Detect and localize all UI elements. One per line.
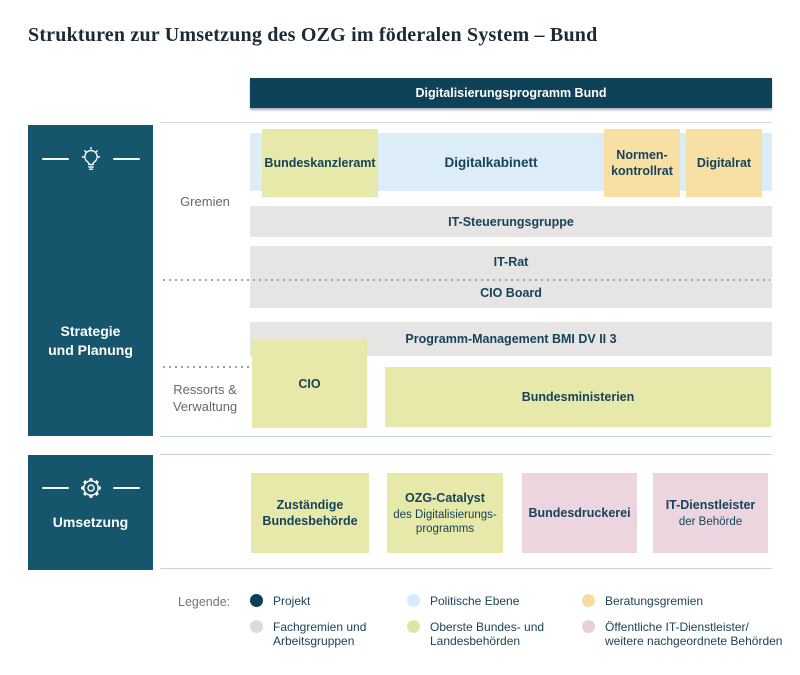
- strategy-label-line1: Strategie: [60, 323, 121, 339]
- legend-label: Legende:: [178, 595, 231, 609]
- it-dienstleister-title: IT-Dienstleister: [665, 498, 756, 512]
- program-header-label: Digitalisierungsprogramm Bund: [415, 86, 607, 100]
- legend-text: Öffentliche IT-Dienstleister/ weitere na…: [605, 620, 782, 648]
- normenkontrollrat-line1: Normen-: [616, 148, 668, 162]
- legend-text-line2: weitere nachgeordnete Behörden: [605, 634, 783, 648]
- box-bundesdruckerei: Bundesdruckerei: [522, 473, 637, 553]
- legend-dot-beratungsgremien: [582, 594, 595, 607]
- section-divider-implementation-bottom: [160, 568, 772, 569]
- dotted-divider-gremien: [163, 279, 770, 281]
- box-cio-board: CIO Board: [480, 285, 542, 300]
- decorative-line: [112, 487, 140, 489]
- box-it-rat: IT-Rat: [493, 254, 529, 269]
- legend-text: Politische Ebene: [430, 594, 519, 608]
- box-ozg-catalyst: OZG-Catalyst des Digitalisierungs- progr…: [387, 473, 503, 553]
- implementation-icon-row: [28, 472, 153, 504]
- ozg-catalyst-title: OZG-Catalyst: [405, 491, 485, 505]
- box-bundeskanzleramt: Bundeskanzleramt: [262, 129, 378, 197]
- dotted-divider-ressorts: [163, 366, 250, 368]
- box-digitalkabinett: Digitalkabinett: [444, 155, 538, 170]
- normenkontrollrat-line2: kontrollrat: [611, 164, 673, 178]
- implementation-panel-label: Umsetzung: [52, 514, 129, 530]
- it-dienstleister-sub: der Behörde: [678, 516, 743, 528]
- strategy-icon-row: [28, 143, 153, 175]
- strategy-panel: Strategie und Planung: [28, 125, 153, 436]
- zustaendige-line1: Zuständige: [276, 498, 344, 512]
- legend-text-line2: Landesbehörden: [430, 634, 521, 648]
- section-divider-top: [160, 122, 772, 123]
- legend-text: Beratungsgremien: [605, 594, 703, 608]
- implementation-panel: Umsetzung: [28, 455, 153, 570]
- box-it-rat-cio-board: IT-Rat CIO Board: [250, 246, 772, 308]
- program-header-bar: Digitalisierungsprogramm Bund: [250, 78, 772, 108]
- legend-text-line1: Oberste Bundes- und: [430, 620, 545, 634]
- row-label-gremien: Gremien: [180, 194, 230, 209]
- legend-dot-it-dienstleister: [582, 620, 595, 633]
- legend-item-it-dienstleister: Öffentliche IT-Dienstleister/ weitere na…: [582, 620, 782, 648]
- legend-dot-politische-ebene: [407, 594, 420, 607]
- ressorts-label-line2: Verwaltung: [172, 399, 238, 414]
- box-cio: CIO: [252, 340, 367, 428]
- legend-text: Fachgremien und Arbeitsgruppen: [273, 620, 366, 648]
- legend-text: Projekt: [273, 594, 310, 608]
- section-divider-implementation-top: [160, 454, 772, 455]
- box-it-dienstleister: IT-Dienstleister der Behörde: [653, 473, 768, 553]
- legend-item-beratungsgremien: Beratungsgremien: [582, 594, 703, 608]
- legend-item-fachgremien: Fachgremien und Arbeitsgruppen: [250, 620, 366, 648]
- legend-text-line1: Politische Ebene: [430, 594, 520, 608]
- legend-text-line1: Projekt: [273, 594, 311, 608]
- legend-dot-projekt: [250, 594, 263, 607]
- legend-text-line1: Beratungsgremien: [605, 594, 704, 608]
- legend-dot-oberste-behoerden: [407, 620, 420, 633]
- decorative-line: [41, 158, 69, 160]
- legend-text-line1: Fachgremien und: [273, 620, 367, 634]
- box-bundesministerien: Bundesministerien: [385, 367, 771, 427]
- legend-item-oberste-behoerden: Oberste Bundes- und Landesbehörden: [407, 620, 544, 648]
- box-digitalrat: Digitalrat: [686, 129, 762, 197]
- ozg-catalyst-sub-line1: des Digitalisierungs-: [393, 509, 497, 521]
- legend-text-line2: Arbeitsgruppen: [273, 634, 355, 648]
- legend-item-projekt: Projekt: [250, 594, 310, 608]
- strategy-label-line2: und Planung: [48, 342, 133, 358]
- ressorts-label-line1: Ressorts &: [173, 382, 237, 397]
- page-title: Strukturen zur Umsetzung des OZG im föde…: [28, 24, 598, 46]
- lightbulb-icon: [81, 146, 100, 170]
- box-zustaendige-bundesbehoerde: Zuständige Bundesbehörde: [251, 473, 369, 553]
- section-divider-strategy-bottom: [160, 436, 772, 437]
- decorative-line: [112, 158, 140, 160]
- strategy-panel-label: Strategie und Planung: [28, 322, 153, 360]
- legend-text-line1: Öffentliche IT-Dienstleister/: [605, 620, 749, 634]
- legend-text: Oberste Bundes- und Landesbehörden: [430, 620, 544, 648]
- legend-dot-fachgremien: [250, 620, 263, 633]
- gear-icon: [80, 478, 101, 498]
- ozg-catalyst-sub-line2: programms: [415, 523, 475, 535]
- box-it-steuerungsgruppe: IT-Steuerungsgruppe: [250, 206, 772, 237]
- decorative-line: [41, 487, 69, 489]
- row-label-ressorts: Ressorts & Verwaltung: [160, 381, 250, 415]
- legend-item-politische-ebene: Politische Ebene: [407, 594, 519, 608]
- zustaendige-line2: Bundesbehörde: [262, 514, 358, 528]
- box-normenkontrollrat: Normen- kontrollrat: [604, 129, 680, 197]
